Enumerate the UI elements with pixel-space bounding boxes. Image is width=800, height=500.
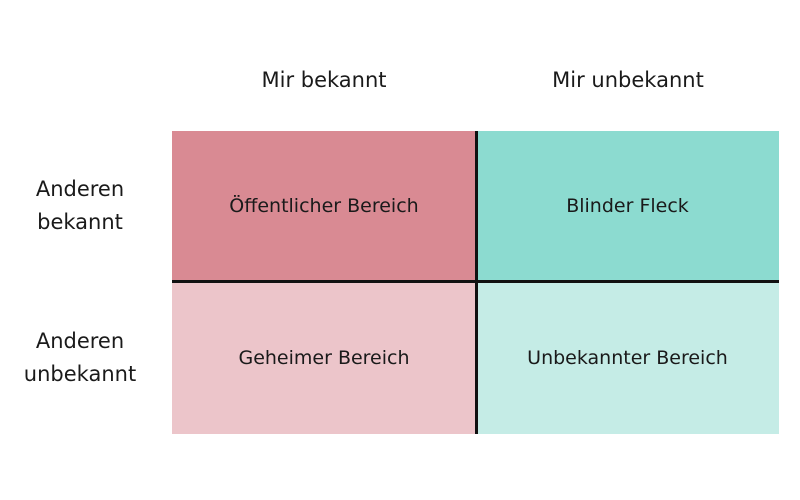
quadrant-hidden-area: Geheimer Bereich [172, 281, 476, 434]
row-header-known-to-others: Anderen bekannt [35, 177, 125, 234]
quadrant-open-area: Öffentlicher Bereich [172, 131, 476, 281]
column-header-known-to-self: Mir bekannt [261, 68, 387, 92]
quadrant-blind-spot: Blinder Fleck [476, 131, 779, 281]
quadrant-blind-label: Blinder Fleck [566, 195, 689, 217]
vertical-divider [475, 131, 478, 434]
quadrant-open-label: Öffentlicher Bereich [229, 195, 419, 217]
johari-window-grid: Öffentlicher Bereich Blinder Fleck Gehei… [172, 131, 779, 434]
quadrant-unknown-area: Unbekannter Bereich [476, 281, 779, 434]
horizontal-divider [172, 280, 779, 283]
row-header-unknown-to-others: Anderen unbekannt [23, 329, 137, 386]
quadrant-unknown-label: Unbekannter Bereich [527, 346, 728, 369]
column-header-unknown-to-self: Mir unbekannt [552, 68, 704, 92]
quadrant-hidden-label: Geheimer Bereich [238, 346, 410, 369]
